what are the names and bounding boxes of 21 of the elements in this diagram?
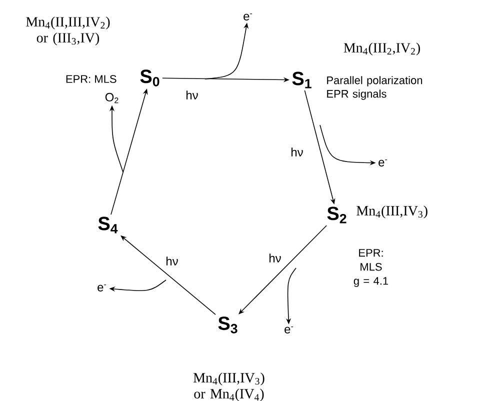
state-label: S$_{2}$ — [327, 206, 346, 224]
state-annotation: Mn$_{4}$(III,IV$_{3}$) — [356, 206, 428, 218]
note-label: EPR: MLS — [66, 75, 116, 83]
state-label: S$_{1}$ — [292, 72, 312, 88]
state-annotation: Mn$_{4}$(II,III,IV$_{2}$) or (III$_{3}$,IV) — [26, 16, 110, 46]
product-label: O$_{2}$ — [105, 92, 118, 104]
edge-label: hν — [290, 146, 304, 158]
state-annotation: Mn$_{4}$(III,IV$_{3}$) or Mn$_{4}$(IV$_{4}$) — [194, 372, 264, 401]
edge-label: hν — [164, 256, 180, 266]
product-label: e$^{-}$ — [378, 160, 388, 166]
state-annotation: EPR: MLS g = 4.1 — [354, 249, 388, 287]
state-label: S$_{0}$ — [140, 70, 160, 86]
product-label: e$^{-}$ — [284, 326, 294, 334]
state-label: S$_{4}$ — [98, 216, 118, 234]
edge-label: hν — [184, 90, 200, 100]
edge-label: hν — [268, 252, 282, 264]
state-annotation: Mn$_{4}$(III$_{2}$,IV$_{2}$) — [344, 42, 420, 56]
product-label: e$^{-}$ — [244, 14, 252, 20]
state-label: S$_{3}$ — [218, 316, 238, 334]
product-label: e$^{-}$ — [98, 284, 106, 292]
state-annotation: Parallel polarization EPR signals — [327, 76, 422, 100]
